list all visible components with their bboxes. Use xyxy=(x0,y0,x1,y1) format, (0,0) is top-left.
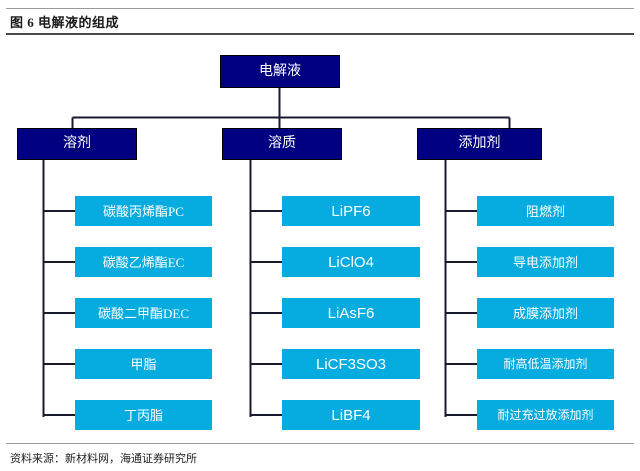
leaf-solvent-3[interactable]: 碳酸二甲酯DEC xyxy=(75,298,212,328)
figure-title: 图 6 电解液的组成 xyxy=(10,15,120,30)
header-rule-bottom xyxy=(6,33,634,35)
node-label: 溶质 xyxy=(268,136,296,151)
node-branch-solute[interactable]: 溶质 xyxy=(222,128,342,160)
node-label: 耐过充过放添加剂 xyxy=(497,408,594,422)
node-label: 碳酸乙烯酯EC xyxy=(102,254,185,270)
leaf-additive-3[interactable]: 成膜添加剂 xyxy=(477,298,614,328)
node-label: 耐高低温添加剂 xyxy=(503,357,588,371)
leaf-additive-1[interactable]: 阻燃剂 xyxy=(477,196,614,226)
leaf-solvent-5[interactable]: 丁丙脂 xyxy=(75,400,212,430)
node-label: 电解液 xyxy=(259,63,301,79)
node-label: LiBF4 xyxy=(331,406,371,424)
node-label: LiClO4 xyxy=(328,253,374,271)
node-label: 成膜添加剂 xyxy=(512,305,578,321)
node-label: 碳酸丙烯酯PC xyxy=(103,203,184,219)
node-label: 导电添加剂 xyxy=(512,254,578,270)
node-label: 碳酸二甲酯DEC xyxy=(97,305,189,321)
node-label: 甲脂 xyxy=(130,356,157,372)
leaf-solute-4[interactable]: LiCF3SO3 xyxy=(282,349,420,379)
header-rule-top xyxy=(6,8,634,9)
footer-rule xyxy=(6,443,634,444)
node-label: LiCF3SO3 xyxy=(315,355,387,373)
node-label: 溶剂 xyxy=(63,136,91,151)
node-label: LiPF6 xyxy=(331,202,371,220)
leaf-additive-2[interactable]: 导电添加剂 xyxy=(477,247,614,277)
leaf-additive-5[interactable]: 耐过充过放添加剂 xyxy=(477,400,614,430)
node-branch-additive[interactable]: 添加剂 xyxy=(417,128,542,160)
leaf-solute-5[interactable]: LiBF4 xyxy=(282,400,420,430)
leaf-solvent-2[interactable]: 碳酸乙烯酯EC xyxy=(75,247,212,277)
node-label: 添加剂 xyxy=(458,136,501,151)
leaf-solute-3[interactable]: LiAsF6 xyxy=(282,298,420,328)
leaf-solvent-1[interactable]: 碳酸丙烯酯PC xyxy=(75,196,212,226)
node-root-electrolyte[interactable]: 电解液 xyxy=(220,55,340,88)
node-label: 阻燃剂 xyxy=(525,203,565,219)
leaf-solute-2[interactable]: LiClO4 xyxy=(282,247,420,277)
leaf-solvent-4[interactable]: 甲脂 xyxy=(75,349,212,379)
node-label: 丁丙脂 xyxy=(123,407,163,423)
source-note: 资料来源：新材料网，海通证券研究所 xyxy=(10,453,197,465)
leaf-solute-1[interactable]: LiPF6 xyxy=(282,196,420,226)
node-branch-solvent[interactable]: 溶剂 xyxy=(17,128,137,160)
leaf-additive-4[interactable]: 耐高低温添加剂 xyxy=(477,349,614,379)
node-label: LiAsF6 xyxy=(327,304,375,322)
